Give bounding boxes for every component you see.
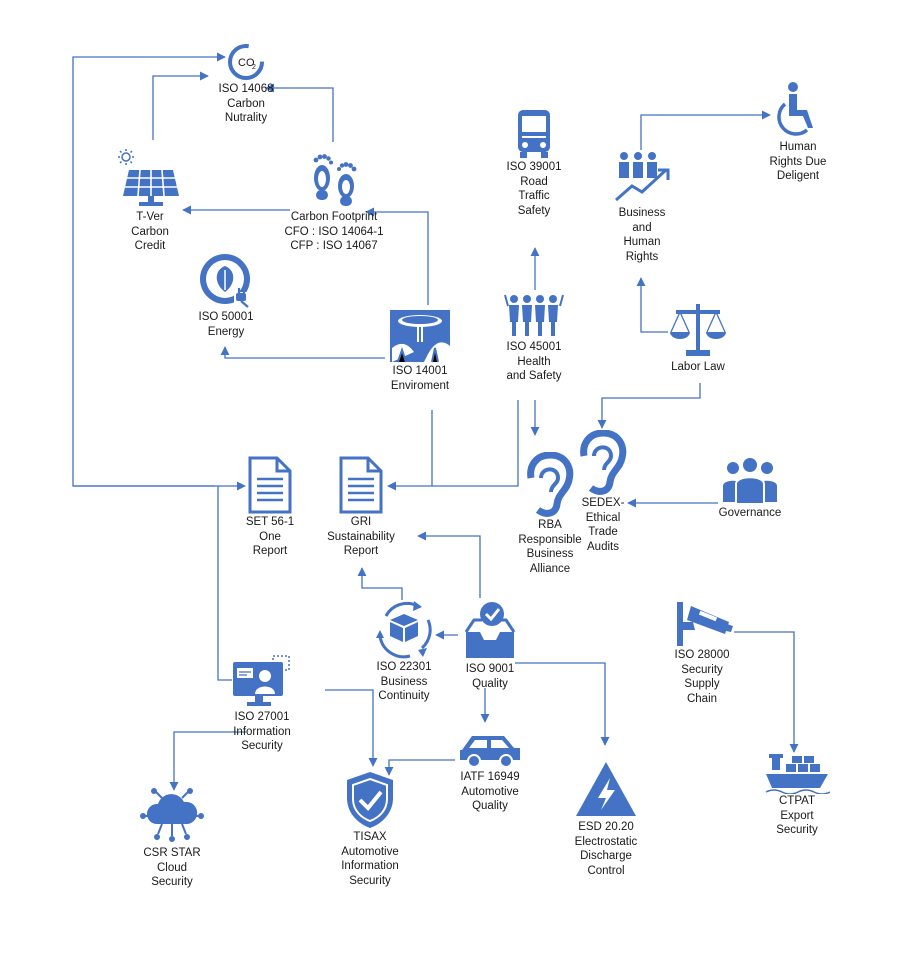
edge-bhr-to-hrdd [640, 110, 771, 150]
wheelchair-icon [777, 82, 813, 136]
sedex-label: SEDEX- Ethical Trade Audits [581, 497, 625, 553]
security-camera-icon [677, 602, 733, 646]
node-iso27001: ISO 27001 Information Security [192, 654, 332, 754]
people-team-icon [504, 294, 564, 336]
iso28000-label: ISO 28000 Security Supply Chain [674, 649, 730, 705]
iso14001-label: ISO 14001 Enviroment [390, 365, 450, 392]
tisax-label: TISAX Automotive Information Security [341, 831, 399, 887]
growth-people-icon [615, 152, 670, 202]
environment-landscape-icon [390, 310, 450, 363]
iatf-label: IATF 16949 Automotive Quality [460, 771, 520, 812]
gri-label: GRI Sustainability Report [327, 516, 395, 557]
computer-user-icon [233, 655, 290, 706]
edge-footprint-to-co2 [265, 83, 334, 142]
iso14068-label: ISO 14068 Carbon Nutrality [218, 83, 274, 124]
bhr-label: Business and Human Rights [618, 207, 666, 263]
cloud-network-icon [140, 788, 204, 842]
tver-label: T-Ver Carbon Credit [131, 211, 169, 252]
energy-leaf-plug-icon [200, 254, 250, 308]
footprint-label: Carbon Footprint CFO : ISO 14064-1 CFP :… [284, 211, 384, 252]
iso9001-label: ISO 9001 Quality [465, 663, 515, 690]
document-icon [248, 456, 292, 514]
node-iso14001: ISO 14001 Enviroment [350, 308, 490, 393]
node-rba: RBA Responsible Business Alliance [480, 452, 620, 576]
node-carbon-footprint: Carbon Footprint CFO : ISO 14064-1 CFP :… [264, 146, 404, 254]
node-ctpat: CTPAT Export Security [727, 752, 867, 838]
co2-icon-text: CO [238, 57, 255, 69]
document-icon [339, 456, 383, 514]
node-gri: GRI Sustainability Report [291, 455, 431, 559]
governance-label: Governance [718, 507, 782, 519]
ctpat-label: CTPAT Export Security [776, 795, 818, 836]
ear-icon [580, 430, 627, 495]
node-iso22301: ISO 22301 Business Continuity [334, 598, 474, 704]
edge-iso28000-to-ctpat [734, 631, 799, 753]
node-labor-law: Labor Law [628, 300, 768, 375]
csr-label: CSR STAR Cloud Security [143, 847, 201, 888]
edge-iso27001-to-csr [169, 731, 246, 791]
edge-iso9001-to-esd [515, 662, 610, 746]
edge-iso27001-to-tisax [325, 689, 378, 767]
iso39001-label: ISO 39001 Road Traffic Safety [506, 161, 562, 217]
co2-icon-sub: 2 [252, 64, 256, 71]
edge-iatf-to-tisax [384, 759, 455, 776]
node-iso50001: ISO 50001 Energy [156, 250, 296, 339]
cargo-ship-icon [765, 754, 830, 794]
edge-labor-to-bhr [636, 277, 668, 333]
bus-icon [518, 110, 550, 158]
continuity-cycle-icon [376, 601, 432, 659]
node-set-56-1: SET 56-1 One Report [200, 455, 340, 559]
hrdd-label: Human Rights Due Deligent [769, 141, 827, 182]
footprint-icon [313, 154, 357, 206]
scales-of-justice-icon [670, 304, 726, 356]
electrical-hazard-icon [576, 762, 636, 816]
edge-env-to-footprint [365, 207, 429, 305]
node-iso9001: ISO 9001 Quality [420, 600, 560, 691]
node-sedex: SEDEX- Ethical Trade Audits [533, 430, 673, 554]
co2-icon: CO 2 [228, 44, 264, 80]
node-tisax: TISAX Automotive Information Security [300, 770, 440, 888]
iso45001-label: ISO 45001 Health and Safety [506, 341, 562, 382]
edge-labor-to-sedex [597, 383, 701, 429]
esd-label: ESD 20.20 Electrostatic Discharge Contro… [574, 821, 638, 877]
edge-set-to-iso27001 [217, 486, 232, 681]
node-iatf16949: IATF 16949 Automotive Quality [420, 730, 560, 814]
solar-panel-icon [118, 149, 179, 206]
node-csr-star: CSR STAR Cloud Security [102, 788, 242, 890]
iso27001-label: ISO 27001 Information Security [233, 711, 291, 752]
node-human-rights-due-diligence: Human Rights Due Deligent [728, 80, 868, 184]
node-governance: Governance [680, 456, 820, 521]
car-icon [460, 736, 520, 768]
node-tver: T-Ver Carbon Credit [80, 148, 220, 254]
node-iso28000: ISO 28000 Security Supply Chain [632, 600, 772, 706]
ear-icon [527, 452, 574, 517]
set-label: SET 56-1 One Report [245, 516, 295, 557]
edge-iso22301-to-gri [357, 567, 403, 600]
edge-health-to-gri [432, 400, 519, 487]
node-iso14068: CO 2 ISO 14068 Carbon Nutrality [176, 42, 316, 126]
edge-tver-to-co2 [152, 71, 209, 140]
energy-label: ISO 50001 Energy [198, 311, 254, 338]
shield-check-icon [347, 772, 393, 828]
node-esd2020: ESD 20.20 Electrostatic Discharge Contro… [536, 760, 676, 878]
inbox-check-icon [464, 602, 516, 658]
iso22301-label: ISO 22301 Business Continuity [376, 661, 432, 702]
node-iso39001: ISO 39001 Road Traffic Safety [464, 108, 604, 218]
edge-env-to-energy [220, 346, 385, 359]
people-group-icon [723, 456, 777, 505]
node-iso45001: ISO 45001 Health and Safety [464, 292, 604, 384]
rba-label: RBA Responsible Business Alliance [518, 519, 582, 575]
edge-iso9001-to-gri [417, 531, 481, 598]
labor-law-label: Labor Law [671, 361, 725, 373]
node-business-human-rights: Business and Human Rights [572, 148, 712, 264]
